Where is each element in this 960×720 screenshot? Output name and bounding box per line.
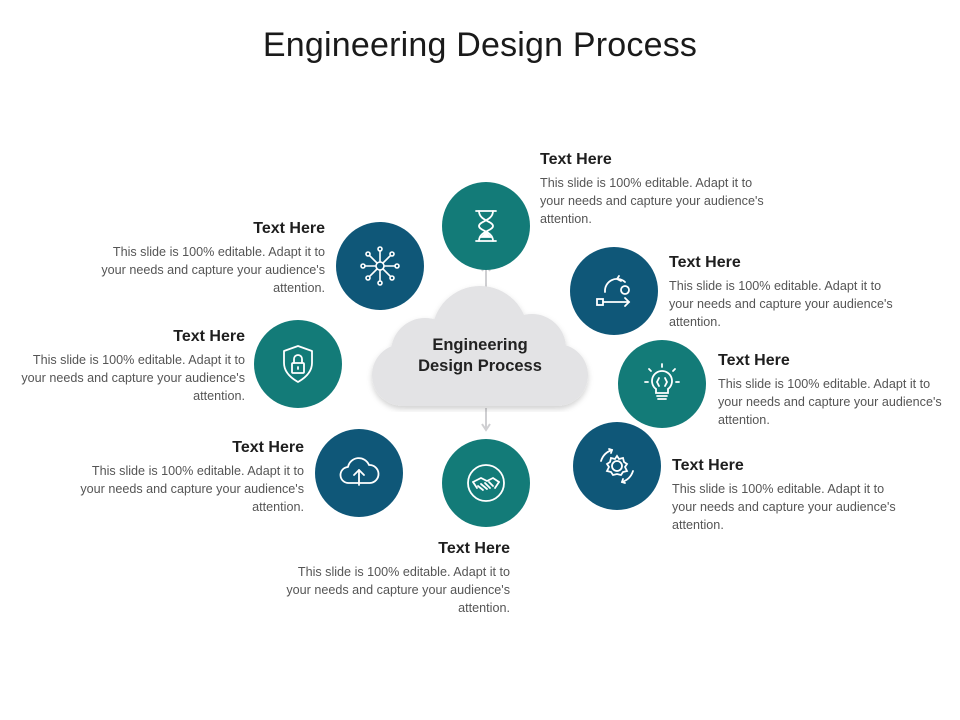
- center-label-line2: Design Process: [418, 357, 542, 375]
- step-2-heading: Text Here: [669, 254, 741, 271]
- step-8-heading: Text Here: [253, 220, 325, 237]
- step-4-heading: Text Here: [672, 457, 744, 474]
- step-2-callout: Text Here This slide is 100% editable. A…: [669, 254, 894, 331]
- step-1-callout: Text Here This slide is 100% editable. A…: [540, 151, 765, 228]
- step-3-circle: [618, 340, 706, 428]
- step-1-circle: [442, 182, 530, 270]
- step-8-callout: Text Here This slide is 100% editable. A…: [100, 220, 325, 297]
- center-cloud-shape: [372, 286, 588, 406]
- step-7-heading: Text Here: [173, 328, 245, 345]
- lightbulb-icon: [644, 363, 680, 400]
- step-6-heading: Text Here: [232, 439, 304, 456]
- process-arrows-icon: [596, 275, 631, 307]
- step-6-circle: [315, 429, 403, 517]
- step-1-text: This slide is 100% editable. Adapt it to…: [540, 176, 764, 226]
- page-title: Engineering Design Process: [262, 26, 698, 64]
- step-7-circle: [254, 320, 342, 408]
- step-4-text: This slide is 100% editable. Adapt it to…: [672, 482, 896, 532]
- step-5-heading: Text Here: [438, 540, 510, 557]
- step-7-callout: Text Here This slide is 100% editable. A…: [20, 328, 245, 405]
- hourglass-icon: [475, 210, 497, 242]
- cloud-upload-icon: [339, 457, 380, 486]
- step-6-callout: Text Here This slide is 100% editable. A…: [79, 439, 304, 516]
- step-4-callout: Text Here This slide is 100% editable. A…: [672, 457, 897, 534]
- handshake-icon: [467, 464, 505, 502]
- step-5-callout: Text Here This slide is 100% editable. A…: [285, 540, 510, 617]
- center-label: Engineering Design Process: [390, 335, 570, 377]
- step-2-circle: [570, 247, 658, 335]
- step-8-text: This slide is 100% editable. Adapt it to…: [101, 245, 325, 295]
- gear-cycle-icon: [600, 448, 634, 484]
- step-5-text: This slide is 100% editable. Adapt it to…: [286, 565, 510, 615]
- step-7-text: This slide is 100% editable. Adapt it to…: [21, 353, 245, 403]
- step-8-circle: [336, 222, 424, 310]
- step-3-callout: Text Here This slide is 100% editable. A…: [718, 352, 943, 429]
- step-1-heading: Text Here: [540, 151, 612, 168]
- center-label-line1: Engineering: [432, 336, 528, 354]
- step-2-text: This slide is 100% editable. Adapt it to…: [669, 279, 893, 329]
- step-3-text: This slide is 100% editable. Adapt it to…: [718, 377, 942, 427]
- step-5-circle: [442, 439, 530, 527]
- step-3-heading: Text Here: [718, 352, 790, 369]
- shield-lock-icon: [283, 345, 313, 383]
- step-6-text: This slide is 100% editable. Adapt it to…: [80, 464, 304, 514]
- step-4-circle: [573, 422, 661, 510]
- network-hub-icon: [360, 246, 400, 286]
